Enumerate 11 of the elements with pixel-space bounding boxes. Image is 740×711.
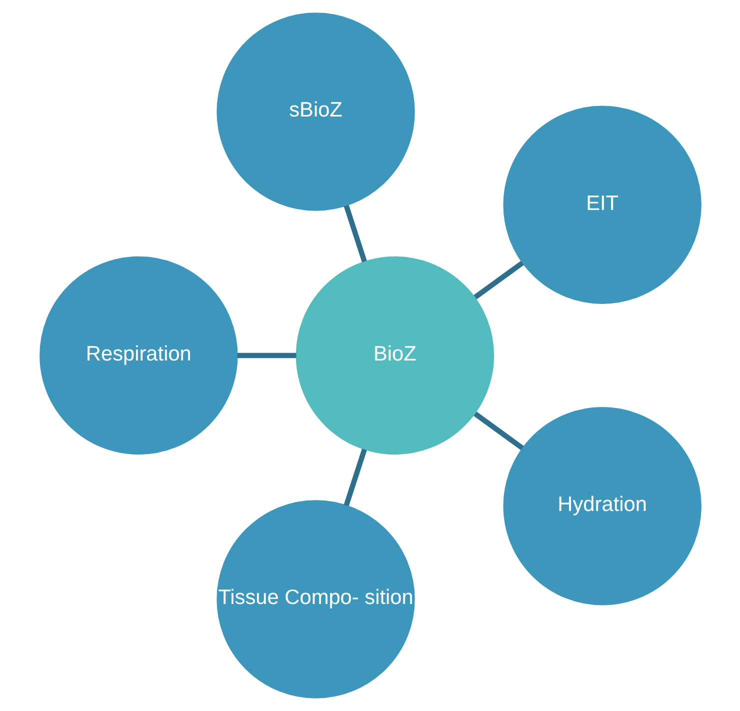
- node-circle: BioZ: [295, 256, 494, 455]
- connector: [236, 352, 296, 358]
- node-circle: Respiration: [39, 256, 238, 455]
- node-circle: EIT: [502, 106, 701, 304]
- node-circle: sBioZ: [216, 12, 414, 211]
- connector: [343, 204, 366, 262]
- connector: [473, 412, 524, 450]
- connector: [473, 260, 524, 300]
- connector: [343, 448, 366, 506]
- node-circle: Tissue Compo- sition: [216, 500, 414, 698]
- node-circle: Hydration: [502, 407, 701, 606]
